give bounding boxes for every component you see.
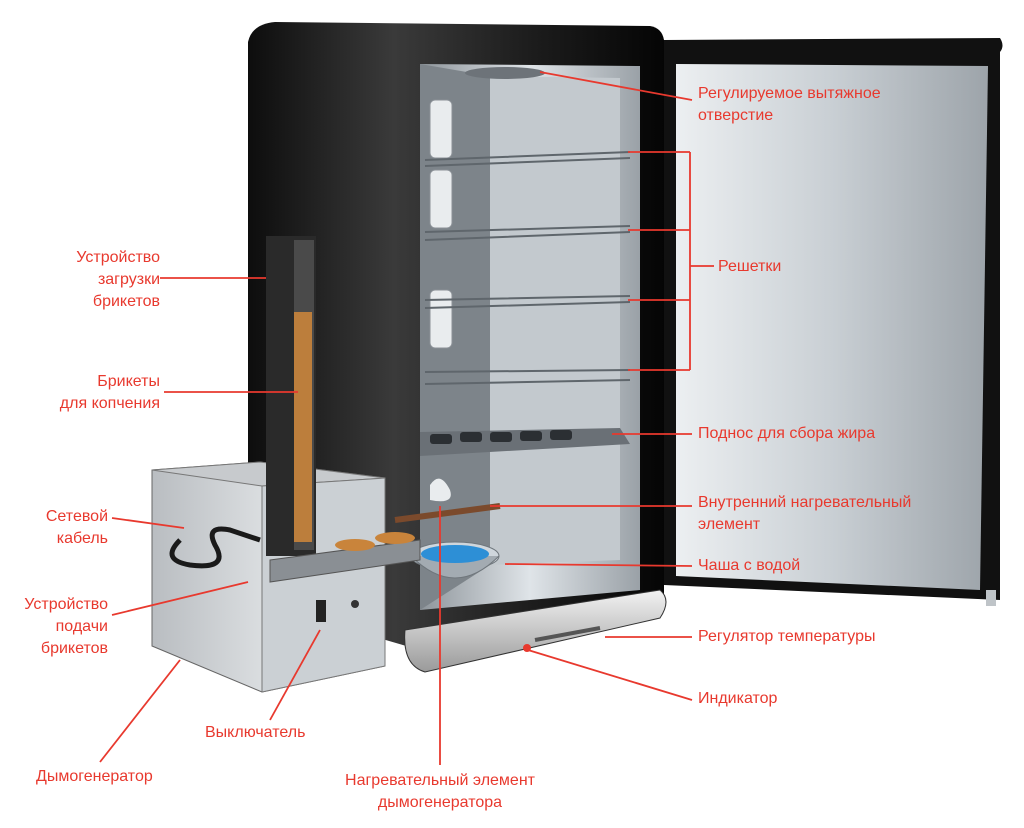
label-water-bowl: Чаша с водой [698, 555, 800, 577]
label-briquette-feeder: Устройство подачи брикетов [4, 594, 108, 660]
label-smoke-heater: Нагревательный элемент дымогенератора [318, 770, 562, 814]
label-switch-line: Выключатель [205, 724, 306, 741]
label-inner-heater-line: Внутренний нагревательный [698, 494, 912, 511]
label-inner-heater: Внутренний нагревательный элемент [698, 492, 911, 536]
switch-icon [316, 600, 326, 622]
label-indicator: Индикатор [698, 688, 777, 710]
label-racks: Решетки [718, 256, 781, 278]
label-briquette-feeder-line: подачи [55, 618, 108, 635]
control-base [404, 589, 667, 673]
briquette-tube [266, 236, 421, 583]
label-power-cable-line: кабель [56, 530, 108, 547]
label-vent: Регулируемое вытяжное отверстие [698, 83, 881, 127]
label-briquette-feeder-line: Устройство [24, 596, 108, 613]
label-briquette-loader-line: Устройство [76, 249, 160, 266]
label-briquette-loader: Устройство загрузки брикетов [10, 247, 160, 313]
label-power-cable: Сетевой кабель [4, 506, 108, 550]
label-temp-regulator: Регулятор температуры [698, 626, 876, 648]
leader-indicator [527, 649, 693, 701]
label-briquette-loader-line: загрузки [97, 271, 160, 288]
label-smoke-heater-line: дымогенератора [377, 794, 503, 811]
leader-lines [99, 71, 714, 765]
leader-smoke-generator [99, 659, 181, 763]
label-indicator-line: Индикатор [698, 690, 778, 707]
label-water-bowl-line: Чаша с водой [698, 557, 801, 574]
vent-icon [465, 67, 545, 79]
door [664, 38, 1003, 606]
label-inner-heater-line: элемент [698, 516, 761, 533]
grease-tray [420, 428, 630, 456]
label-briquettes-line: Брикеты [97, 373, 160, 390]
leader-power-cable [111, 517, 185, 529]
label-vent-line: Регулируемое вытяжное [698, 85, 881, 102]
label-power-cable-line: Сетевой [45, 508, 108, 525]
leader-switch [269, 629, 321, 721]
label-briquette-feeder-line: брикетов [40, 640, 108, 657]
inner-heater [394, 478, 501, 523]
power-cable-icon [169, 526, 261, 569]
racks [424, 151, 631, 385]
label-temp-regulator-line: Регулятор температуры [698, 628, 876, 645]
label-switch: Выключатель [205, 722, 305, 744]
leader-water-bowl [504, 563, 693, 567]
label-grease-tray-line: Поднос для сбора жира [698, 425, 876, 442]
leader-racks [628, 151, 714, 371]
label-briquettes: Брикеты для копчения [4, 371, 160, 415]
label-briquette-loader-line: брикетов [92, 293, 160, 310]
leader-vent [539, 71, 693, 101]
label-smoke-heater-line: Нагревательный элемент [345, 772, 535, 789]
label-grease-tray: Поднос для сбора жира [698, 423, 875, 445]
label-smoke-generator: Дымогенератор [36, 766, 153, 788]
label-racks-line: Решетки [718, 258, 782, 275]
label-vent-line: отверстие [698, 107, 774, 124]
leader-briquette-feeder [111, 581, 249, 616]
label-smoke-generator-line: Дымогенератор [36, 768, 153, 785]
water-bowl [410, 541, 500, 579]
label-briquettes-line: для копчения [59, 395, 160, 412]
